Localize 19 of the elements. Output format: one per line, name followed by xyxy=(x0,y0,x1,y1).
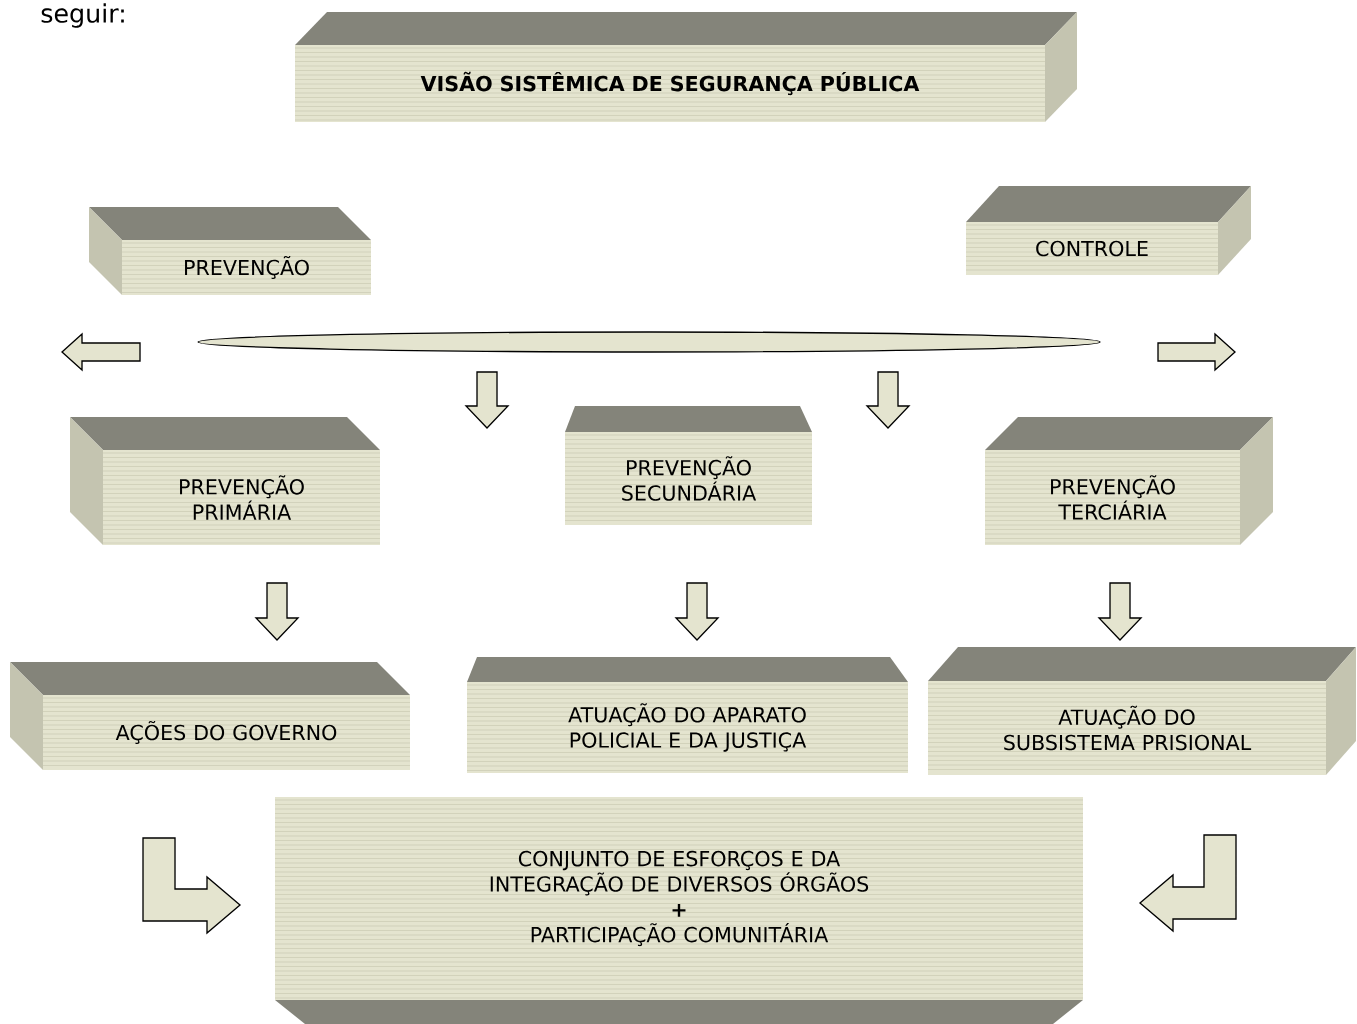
block-arrow xyxy=(254,582,300,641)
block-box: PREVENÇÃO xyxy=(89,207,372,295)
block-box: CONTROLE xyxy=(965,186,1251,275)
block-arrow xyxy=(865,371,911,429)
block-box: CONJUNTO DE ESFORÇOS E DA INTEGRAÇÃO DE DIVERSOS ÓRGÃOS + PARTICIPAÇÃO COMUNITÁRIA xyxy=(274,797,1084,1024)
block-box: PREVENÇÃO PRIMÁRIA xyxy=(70,417,381,545)
block-box: VISÃO SISTÊMICA DE SEGURANÇA PÚBLICA xyxy=(294,12,1077,122)
block-arrow xyxy=(1139,834,1237,933)
block-box: ATUAÇÃO DO SUBSISTEMA PRISIONAL xyxy=(927,647,1356,775)
block-box: ATUAÇÃO DO APARATO POLICIAL E DA JUSTIÇA xyxy=(466,657,909,773)
block-arrow xyxy=(1097,582,1143,641)
block-box: PREVENÇÃO SECUNDÁRIA xyxy=(564,406,813,525)
intro-text: seguir: xyxy=(41,3,124,28)
block-arrow xyxy=(142,837,242,935)
ellipse-shape xyxy=(197,331,1101,353)
block-box: AÇÕES DO GOVERNO xyxy=(10,662,411,770)
block-arrow xyxy=(464,371,510,429)
block-arrow xyxy=(674,582,720,641)
block-box: PREVENÇÃO TERCIÁRIA xyxy=(984,417,1273,545)
